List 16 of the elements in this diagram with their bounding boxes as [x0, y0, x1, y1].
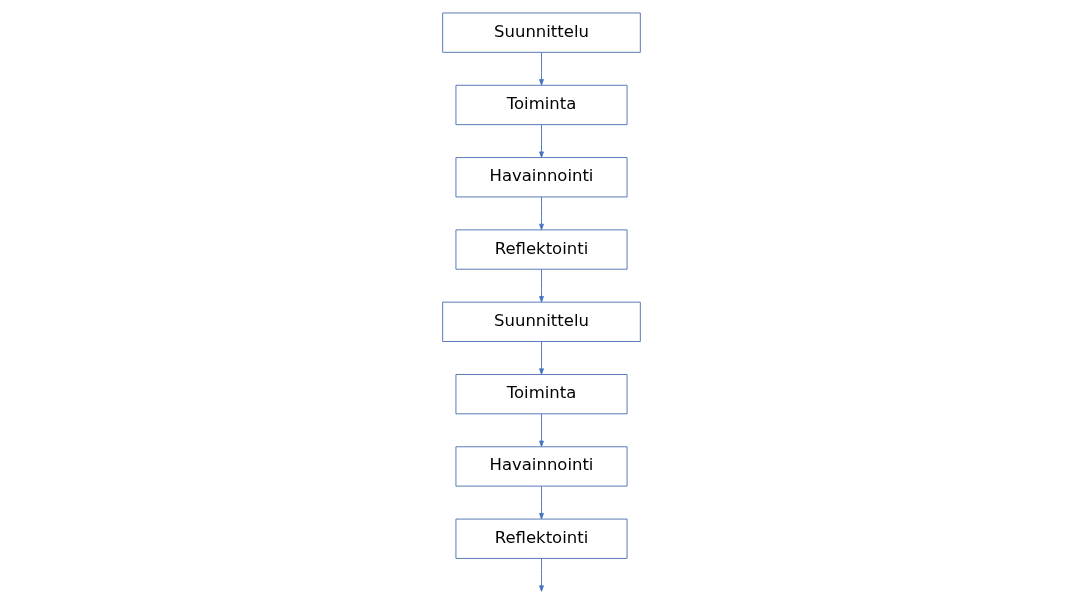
node-box: Havainnointi: [454, 446, 628, 487]
node-box: Reflektointi: [454, 518, 628, 559]
node-box: Suunnittelu: [441, 12, 641, 53]
arrow: [538, 124, 544, 158]
node-box: Toiminta: [454, 84, 628, 126]
arrow: [538, 558, 544, 592]
arrow: [538, 413, 544, 448]
arrow: [538, 52, 544, 86]
arrow: [538, 341, 544, 375]
node-box: Reflektointi: [454, 229, 628, 270]
arrow: [538, 485, 544, 520]
node-box: Suunnittelu: [441, 301, 641, 342]
arrow: [538, 196, 544, 231]
node-box: Havainnointi: [454, 157, 628, 198]
arrow: [538, 268, 544, 303]
node-box: Toiminta: [454, 374, 628, 415]
